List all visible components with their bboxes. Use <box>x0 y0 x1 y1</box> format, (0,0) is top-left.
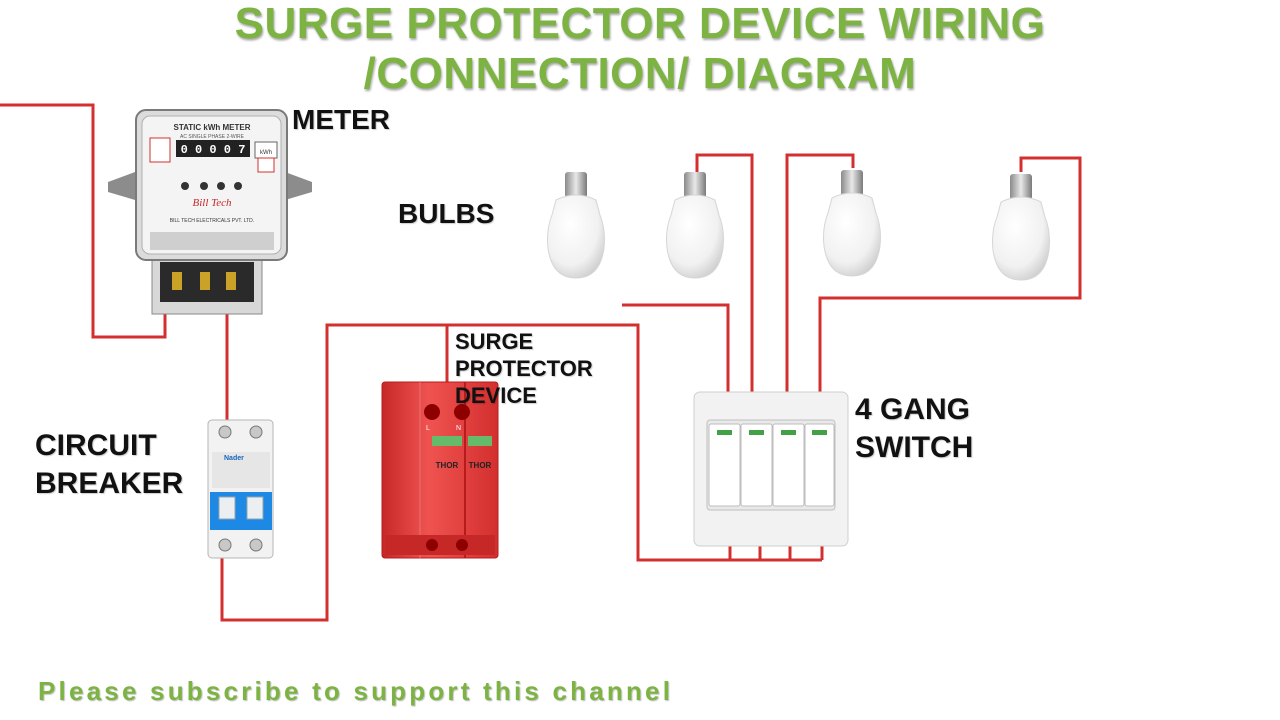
energy-meter <box>108 109 312 315</box>
bulbs-label: BULBS <box>398 198 495 229</box>
spd-terminal-n: N <box>456 425 461 432</box>
circuit-breaker <box>207 419 274 559</box>
meter-unit: kWh <box>260 150 272 156</box>
spd-label-line2: PROTECTOR <box>455 356 593 381</box>
switch-rocker-2 <box>740 423 773 507</box>
bulb-2 <box>666 172 724 279</box>
switch-rocker-3 <box>772 423 805 507</box>
bulb-4 <box>992 174 1050 281</box>
surge-protector-device <box>381 381 499 559</box>
switch-rocker-1 <box>708 423 741 507</box>
spd-brand-1: THOR <box>436 461 459 470</box>
meter-maker: BILL TECH ELECTRICALS PVT. LTD. <box>170 218 254 224</box>
spd-label-line3: DEVICE <box>455 383 537 408</box>
bulb4-wire <box>818 156 1082 428</box>
bulb2-wire <box>695 153 754 428</box>
subscribe-footer: Please subscribe to support this channel <box>38 676 674 706</box>
switch-rocker-4 <box>804 423 835 507</box>
circuit-breaker-label-line2: BREAKER <box>35 467 184 500</box>
bulb1-wire <box>622 303 730 428</box>
spd-terminal-l: L <box>426 425 430 432</box>
switch-label-line1: 4 GANG <box>855 393 971 426</box>
switch-label-line2: SWITCH <box>855 431 974 464</box>
meter-face-line2: AC SINGLE PHASE 2-WIRE <box>180 134 245 140</box>
diagram-title-line1: SURGE PROTECTOR DEVICE WIRING <box>234 0 1046 48</box>
spd-brand-2: THOR <box>469 461 492 470</box>
breaker-to-spd-wire <box>220 323 822 622</box>
meter-face-line1: STATIC kWh METER <box>173 123 250 132</box>
diagram-title-line2: /CONNECTION/ DIAGRAM <box>363 49 917 98</box>
bulb-3 <box>823 170 881 277</box>
meter-reading: 0 0 0 0 7 <box>181 143 246 157</box>
bulb3-wire <box>785 153 855 428</box>
supply-wire <box>0 103 167 339</box>
bulb-1 <box>547 172 605 279</box>
four-gang-switch <box>693 391 849 547</box>
circuit-breaker-label-line1: CIRCUIT <box>35 429 157 462</box>
meter-brand: Bill Tech <box>192 197 232 209</box>
meter-label: METER <box>292 104 390 135</box>
breaker-brand: Nader <box>224 455 244 462</box>
spd-label-line1: SURGE <box>455 329 534 354</box>
